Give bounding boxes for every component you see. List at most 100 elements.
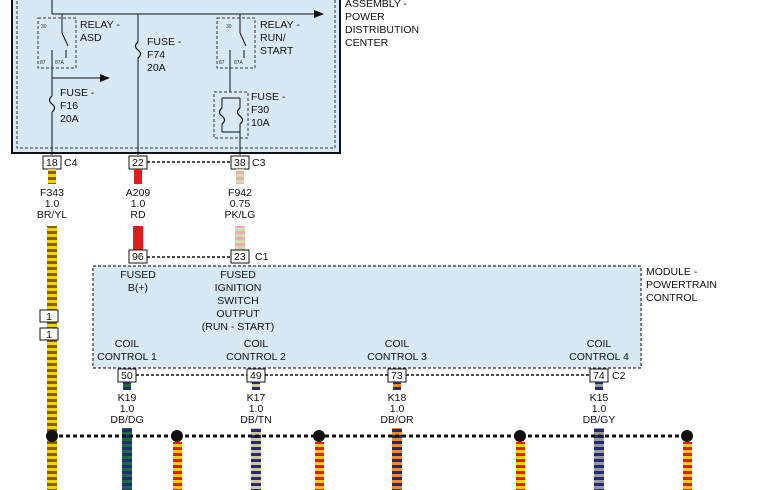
connector-c4-label: C4 [64,157,78,169]
pcm-fused-ign-label-1: FUSED [220,269,256,281]
relay-run-start-label-2: RUN/ [260,32,286,44]
splice-node [514,430,526,442]
relay-asd-switch-icon [61,32,69,47]
wire-k19-gauge: 1.0 [120,403,135,415]
fuse-f30-box [213,91,249,139]
wire-k18-gauge: 1.0 [390,403,405,415]
fuse-f16-label-1: FUSE - [60,87,95,99]
relay-asd-label-2: ASD [80,32,102,44]
wire-a209-circuit: A209 [126,187,151,199]
wire-splice-branch-1 [173,442,182,490]
wire-a209-color: RD [130,209,146,221]
pcm-pin-74: 74 [593,370,605,382]
pdc-pin-22: 22 [132,157,144,169]
splice-node [171,430,183,442]
fuse-f74-label-1: FUSE - [147,36,182,48]
pcm-label-line-3: CONTROL [646,292,697,304]
pcm-label-line-1: MODULE - [646,266,698,278]
wire-a209-gauge: 1.0 [131,198,146,210]
pcm-pin-23: 23 [234,251,246,263]
relay-run-start-label-3: START [260,45,294,57]
wire-k18 [392,428,402,490]
fuse-f74-label-3: 20A [147,62,166,74]
feed-arrow-icon [314,10,324,18]
relay-asd-pin-87a: 87A [55,60,65,66]
wire-f942-circuit: F942 [228,187,252,199]
pdc-label-line-3: DISTRIBUTION [345,24,419,36]
relay-asd-box [37,17,77,69]
relay-run-start-pin-87: 87 [219,60,225,66]
relay-run-start-box [216,17,256,69]
wire-splice-branch-3 [516,442,525,490]
pcm-pin-50: 50 [121,370,133,382]
wire-k17-color: DB/TN [240,414,272,426]
coil-control-3-label-2: CONTROL 3 [367,351,427,363]
wire-splice-branch-2 [315,442,324,490]
pdc-label: ASSEMBLY - POWER DISTRIBUTION CENTER [345,0,419,49]
relay-run-start-pin-87a: 87A [234,60,244,66]
coil-control-4-label-2: CONTROL 4 [569,351,629,363]
splice-node [681,430,693,442]
wires-bottom [122,428,692,490]
wire-f343 [47,226,57,490]
wire-labels-bottom: K19 1.0 DB/DG K17 1.0 DB/TN K18 1.0 DB/O… [110,392,615,426]
wire-f942 [235,226,245,250]
connector-c2-label: C2 [612,370,626,382]
wire-k18-color: DB/OR [380,414,414,426]
wire-k15-color: DB/GY [583,414,616,426]
pcm-fused-ign-label-5: (RUN - START) [202,321,275,333]
coil-control-3-label-1: COIL [385,338,410,350]
wire-f942-color: PK/LG [225,209,256,221]
pdc-connector-pins: 18 C4 22 38 C3 [42,155,266,170]
wire-stubs-top [48,169,244,184]
wire-stubs-bottom [123,382,603,390]
wire-f343-stub [48,169,56,184]
pcm-fused-ign-label-3: SWITCH [217,295,258,307]
fuse-f74-icon [134,41,142,59]
fuse-f30-label-2: F30 [251,104,269,116]
coil-control-2-label-1: COIL [244,338,269,350]
relay-asd: 30 87 87A RELAY - ASD [37,14,120,82]
coil-control-4-label-1: COIL [587,338,612,350]
inline-connector-pin-bottom: 1 [46,329,52,341]
fuse-f16-label-2: F16 [60,100,78,112]
wire-f942-stub [236,169,244,184]
wire-k15 [594,428,604,490]
wire-labels-top: F343 1.0 BR/YL A209 1.0 RD F942 0.75 PK/… [37,187,256,221]
connector-c3-label: C3 [252,157,266,169]
wire-k17-gauge: 1.0 [249,403,264,415]
pdc-pin-38: 38 [234,157,246,169]
connector-c1-label: C1 [255,251,269,263]
pcm-fused-ign-label-2: IGNITION [215,282,262,294]
pdc-pin-18: 18 [46,157,58,169]
wire-a209 [133,226,143,250]
coil-control-1-label-1: COIL [115,338,140,350]
wire-splice-branch-4 [683,442,692,490]
relay-asd-pin-87: 87 [40,60,46,66]
inline-connector-pin-top: 1 [46,311,52,323]
relay-run-start: 30 87 87A RELAY - RUN/ START [216,14,300,92]
fuse-f74: FUSE - F74 20A [134,14,182,155]
fuse-f16-label-3: 20A [60,113,79,125]
fuse-f16: FUSE - F16 20A [48,78,95,155]
pdc-label-line-1: ASSEMBLY - [345,0,408,10]
coil-control-2-label-2: CONTROL 2 [226,351,286,363]
coil-control-1-label-2: CONTROL 1 [97,351,157,363]
wire-k15-gauge: 1.0 [592,403,607,415]
pdc-label-line-2: POWER [345,11,385,23]
wire-k19-color: DB/DG [110,414,143,426]
wire-f343-circuit: F343 [40,187,64,199]
pcm-box [92,265,642,369]
pcm-fused-b-label-2: B(+) [128,282,148,294]
relay-asd-arrow-icon [100,74,110,82]
fuse-f74-label-2: F74 [147,49,165,61]
power-distribution-center [11,0,341,154]
pdc-box [11,0,341,154]
pcm-label: MODULE - POWERTRAIN CONTROL [646,266,717,304]
pcm-pin-73: 73 [391,370,403,382]
relay-run-start-label-1: RELAY - [260,19,300,31]
pcm-fused-b-label-1: FUSED [120,269,156,281]
fuse-f30-label-3: 10A [251,117,270,129]
wire-k15-circuit: K15 [590,392,609,404]
wire-k18-circuit: K18 [388,392,407,404]
